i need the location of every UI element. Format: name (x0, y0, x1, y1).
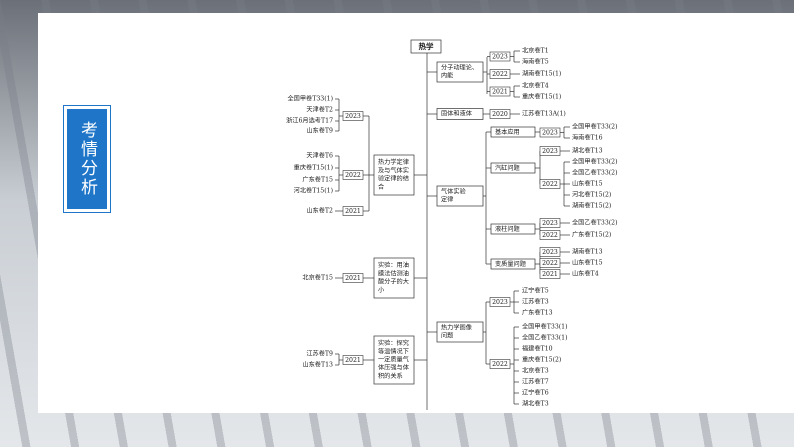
label-text: 内能 (441, 72, 453, 80)
label-text: 2023 (542, 148, 558, 155)
label-text: 广东卷T15 (302, 176, 333, 184)
label-text: 合 (378, 183, 384, 191)
label-text: 2022 (542, 181, 558, 188)
label-text: 北京卷T1 (522, 47, 549, 55)
label-text: 全国甲卷T33(2) (572, 158, 618, 166)
label-text: 北京卷T15 (302, 274, 333, 282)
label-text: 重庆卷T15(1) (522, 93, 561, 101)
label-text: 江苏卷T7 (522, 378, 549, 386)
label-text: 2023 (492, 299, 508, 306)
label-text: 湖北卷T3 (522, 400, 549, 408)
label-text: 海南卷T5 (522, 58, 549, 66)
root-node (410, 39, 442, 54)
label-text: 山东卷T15 (572, 180, 603, 188)
label-text: 重庆卷T15(1) (294, 164, 333, 172)
label-text: 海南卷T16 (572, 134, 603, 142)
label-text: 重庆卷T15(2) (522, 356, 561, 364)
label-text: 2022 (542, 232, 558, 239)
topic-node (373, 335, 415, 385)
label-text: 基本应用 (495, 128, 520, 136)
label-text: 2023 (542, 129, 558, 136)
label-text: 浙江6月选考T17 (286, 117, 333, 125)
label-text: 2021 (345, 208, 361, 215)
topic-node (373, 257, 415, 299)
label-text: 及与气体实 (378, 166, 409, 174)
label-text: 山东卷T13 (302, 361, 333, 369)
label-text: 全国乙卷T33(2) (572, 219, 618, 227)
label-text: 北京卷T4 (522, 82, 549, 90)
label-text: 山东卷T15 (572, 259, 603, 267)
label-text: 2023 (542, 249, 558, 256)
label-text: 2020 (492, 111, 508, 118)
label-text: 2021 (345, 275, 361, 282)
label-text: 积的关系 (378, 372, 403, 380)
label-text: 湖南卷T13 (572, 248, 603, 256)
section-tab-label: 考情分析 (77, 121, 97, 197)
label-text: 汽缸问题 (495, 164, 520, 172)
label-text: 全国甲卷T33(1) (287, 95, 333, 103)
label-text: 2023 (345, 113, 361, 120)
label-text: 河北卷T15(1) (294, 187, 333, 195)
label-text: 变质量问题 (495, 260, 526, 268)
label-text: 2022 (492, 71, 508, 78)
label-text: 等温情况下 (378, 347, 409, 355)
label-text: 实验：探究 (378, 339, 409, 347)
label-text: 酸分子的大 (378, 278, 409, 286)
label-text: 液柱问题 (495, 225, 520, 233)
section-tab: 考情分析 (64, 106, 110, 212)
label-text: 辽宁卷T6 (522, 389, 549, 397)
label-text: 一定质量气 (378, 356, 409, 364)
label-text: 湖南卷T15(1) (522, 70, 561, 78)
label-text: 山东卷T4 (572, 270, 599, 278)
label-text: 福建卷T10 (522, 345, 553, 353)
label-text: 体压强与体 (378, 364, 410, 372)
label-text: 2021 (345, 357, 361, 364)
label-text: 天津卷T6 (306, 152, 333, 160)
label-text: 湖南卷T15(2) (572, 202, 611, 210)
label-text: 2022 (542, 260, 558, 267)
label-text: 广东卷T15(2) (572, 231, 611, 239)
label-text: 全国乙卷T33(1) (522, 334, 568, 342)
label-text: 江苏卷T13A(1) (522, 110, 566, 118)
label-text: 2021 (492, 88, 508, 95)
label-text: 北京卷T3 (522, 367, 549, 375)
label-text: 全国乙卷T33(2) (572, 169, 618, 177)
label-text: 小 (378, 286, 385, 294)
label-text: 热学 (419, 41, 434, 51)
label-text: 热力学定律 (378, 158, 409, 166)
label-text: 实验：用油 (378, 261, 409, 269)
label-text: 江苏卷T3 (522, 298, 549, 306)
label-text: 天津卷T2 (306, 106, 333, 114)
label-text: 2023 (492, 53, 508, 60)
label-text: 江苏卷T9 (306, 350, 333, 358)
label-text: 全国甲卷T33(1) (522, 323, 568, 331)
label-text: 辽宁卷T5 (522, 287, 549, 295)
label-text: 问题 (441, 332, 453, 340)
label-text: 验定律的结 (378, 175, 409, 183)
label-text: 山东卷T9 (306, 127, 333, 135)
label-text: 膜法估测油 (378, 269, 409, 277)
label-text: 2021 (542, 271, 558, 278)
label-text: 分子动理论、 (441, 63, 478, 71)
label-text: 2022 (492, 361, 508, 368)
content-panel (38, 13, 794, 413)
label-text: 气体实验 (441, 187, 467, 195)
label-text: 2022 (345, 172, 361, 179)
label-text: 湖北卷T13 (572, 147, 603, 155)
label-text: 固体和液体 (441, 110, 473, 118)
label-text: 定律 (441, 196, 453, 204)
label-text: 全国甲卷T33(2) (572, 123, 618, 131)
label-text: 2023 (542, 220, 558, 227)
label-text: 热力学图像 (441, 323, 472, 331)
label-text: 广东卷T13 (522, 309, 553, 317)
label-text: 河北卷T15(2) (572, 191, 611, 199)
label-text: 山东卷T2 (306, 207, 333, 215)
